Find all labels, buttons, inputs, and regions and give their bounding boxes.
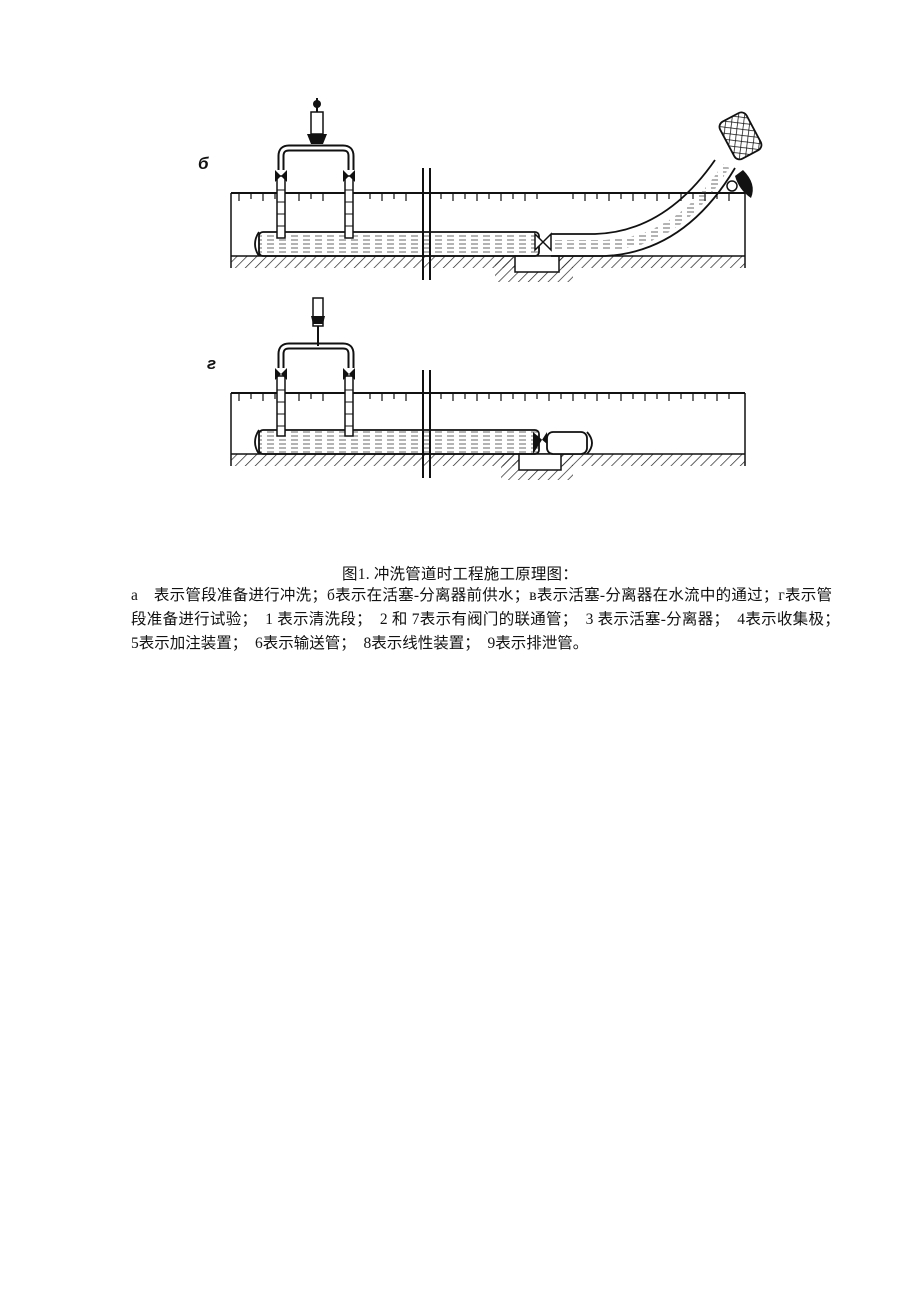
- panel-label-b: б: [198, 154, 209, 173]
- pipeline-flushing-figure: б г: [195, 90, 775, 510]
- figure-caption-title: 图1. 冲洗管道时工程施工原理图：: [342, 566, 578, 583]
- panel-label-g: г: [207, 354, 217, 373]
- lower-panel: [230, 297, 746, 480]
- upper-panel: [230, 98, 763, 282]
- figure-caption-body: a 表示管段准备进行冲洗；б表示在活塞-分离器前供水；в表示活塞-分离器在水流中…: [131, 587, 848, 652]
- pipeline-diagram-svg: [230, 98, 763, 480]
